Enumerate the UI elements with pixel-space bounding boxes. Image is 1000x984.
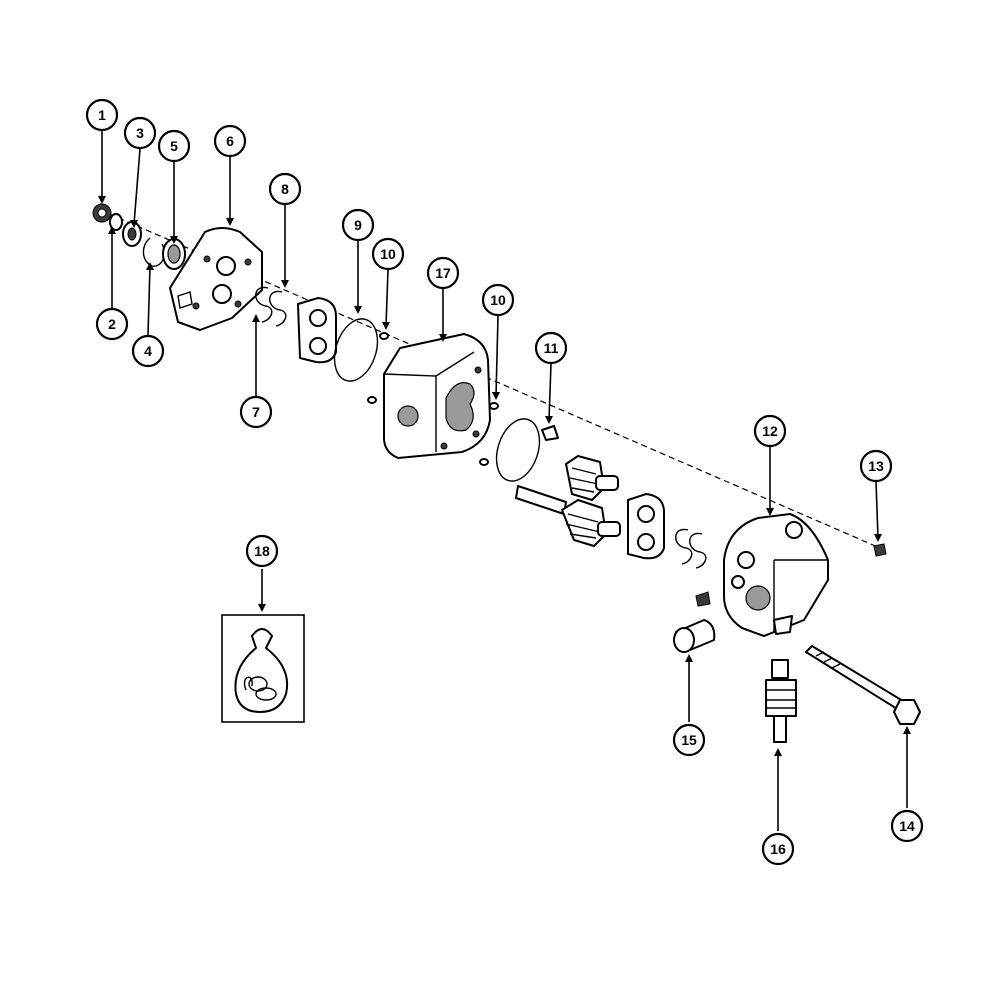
callout-14-label: 14 — [899, 818, 915, 834]
callout-10-lower: 10 — [481, 283, 515, 317]
part-cover-screw — [695, 591, 711, 607]
callout-5: 5 — [157, 129, 191, 163]
part-relief-plug — [673, 619, 716, 653]
part-rear-o-ring — [495, 418, 541, 482]
part-drive-gear-shaft — [515, 485, 621, 547]
callout-15-label: 15 — [681, 732, 697, 748]
callout-14: 14 — [890, 809, 924, 843]
part-gear-housing — [383, 333, 491, 459]
callout-16-label: 16 — [770, 841, 786, 857]
callout-18-label: 18 — [254, 543, 270, 559]
part-front-bearing-block — [297, 297, 337, 364]
callout-6-label: 6 — [226, 133, 234, 149]
callout-10-upper-label: 10 — [380, 246, 396, 262]
callout-11-label: 11 — [544, 340, 559, 356]
part-snap-ring — [142, 237, 166, 267]
callout-8-label: 8 — [281, 181, 289, 197]
callout-10-upper: 10 — [371, 237, 405, 271]
part-driven-gear — [565, 455, 619, 501]
callout-3: 3 — [123, 116, 157, 150]
part-dowel-pins — [367, 332, 499, 466]
callout-9: 9 — [341, 208, 375, 242]
part-key — [541, 425, 559, 441]
part-bolt — [805, 645, 921, 725]
part-port-end-cover — [723, 513, 829, 637]
part-fitting — [765, 659, 797, 743]
callout-5-label: 5 — [170, 138, 178, 154]
callout-12-label: 12 — [762, 423, 778, 439]
part-lock-washer — [109, 213, 123, 231]
callout-17: 17 — [426, 256, 460, 290]
callout-11: 11 — [534, 331, 568, 365]
part-nut — [92, 203, 112, 223]
callout-13-label: 13 — [868, 458, 884, 474]
callout-18: 18 — [245, 534, 279, 568]
callout-17-label: 17 — [435, 265, 451, 281]
callout-1: 1 — [85, 98, 119, 132]
callout-15: 15 — [672, 723, 706, 757]
callout-3-label: 3 — [136, 125, 144, 141]
part-shaft-seal — [162, 238, 186, 270]
seal-kit-box — [221, 614, 305, 723]
callout-2-label: 2 — [108, 316, 116, 332]
part-plug — [873, 543, 887, 557]
part-backup-seals-front — [255, 286, 287, 327]
callout-7: 7 — [239, 395, 273, 429]
part-backup-seals-rear — [675, 528, 707, 569]
callout-8: 8 — [268, 172, 302, 206]
callout-10-lower-label: 10 — [490, 292, 506, 308]
part-o-ring — [333, 318, 379, 382]
callout-12: 12 — [753, 414, 787, 448]
part-rear-bearing-block — [627, 493, 665, 560]
callout-9-label: 9 — [354, 217, 362, 233]
leader-lines — [98, 131, 911, 831]
callout-6: 6 — [213, 124, 247, 158]
callout-7-label: 7 — [252, 404, 260, 420]
callout-2: 2 — [95, 307, 129, 341]
callout-13: 13 — [859, 449, 893, 483]
callout-16: 16 — [761, 832, 795, 866]
callout-1-label: 1 — [98, 107, 106, 123]
callout-4-label: 4 — [144, 343, 152, 359]
part-washer — [122, 221, 142, 247]
part-mounting-flange — [169, 227, 263, 331]
callout-4: 4 — [131, 334, 165, 368]
